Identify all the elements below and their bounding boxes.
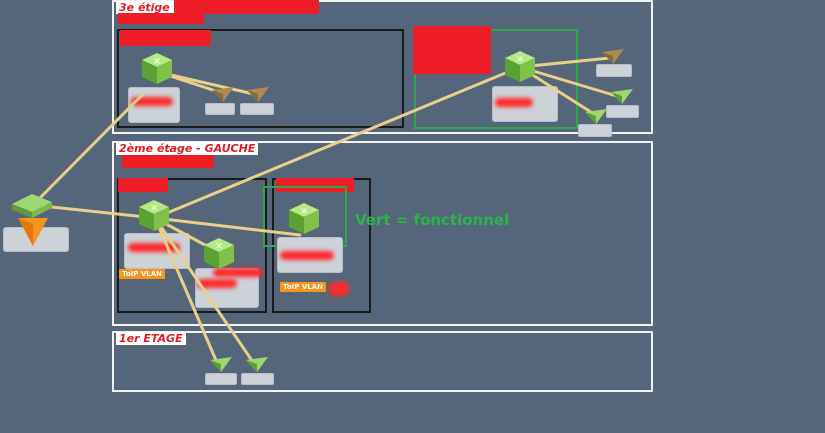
link	[31, 203, 157, 220]
link	[156, 70, 260, 97]
redacted-device-name	[197, 279, 237, 288]
legend-functional: Vert = fonctionnel	[355, 211, 510, 229]
access-point-warning-icon[interactable]	[243, 84, 273, 106]
ap-info-card[interactable]	[606, 105, 639, 118]
svg-text:✕: ✕	[153, 57, 161, 67]
floor-3-room-left	[117, 29, 404, 128]
access-point-icon[interactable]	[581, 106, 611, 128]
redacted-label	[122, 155, 214, 168]
link	[31, 93, 144, 207]
switch-icon[interactable]: ✕	[200, 235, 238, 271]
switch-icon[interactable]: ✕	[138, 50, 176, 86]
link	[153, 65, 522, 220]
ap-info-card[interactable]	[240, 103, 274, 115]
link	[153, 216, 302, 237]
switch-icon[interactable]: ✕	[135, 197, 173, 233]
redacted-device-name	[280, 251, 334, 260]
redacted-room-name	[276, 178, 354, 192]
zone-floor-3-label: 3e étige -	[116, 1, 182, 14]
svg-text:✕: ✕	[300, 207, 308, 217]
redacted-device-name	[131, 97, 173, 106]
router-icon[interactable]	[8, 190, 56, 250]
ap-info-card[interactable]	[205, 373, 237, 385]
access-point-icon[interactable]	[607, 86, 637, 108]
switch-icon[interactable]: ✕	[285, 200, 323, 236]
access-point-icon[interactable]	[242, 354, 272, 376]
ap-info-card[interactable]	[241, 373, 274, 385]
ap-info-card[interactable]	[578, 124, 612, 137]
redacted-room-name	[118, 178, 168, 192]
zone-floor-3: 3e étige -	[112, 0, 653, 134]
link	[518, 65, 622, 99]
access-point-icon[interactable]	[206, 354, 236, 376]
zone-floor-1: 1er ETAGE	[112, 331, 653, 392]
functional-frame-floor-3	[414, 29, 578, 129]
ap-info-card[interactable]	[596, 64, 632, 77]
redacted-device-name	[495, 98, 533, 107]
switch-icon[interactable]: ✕	[501, 48, 539, 84]
svg-text:✕: ✕	[150, 204, 158, 214]
redacted-device-name	[128, 243, 180, 252]
redacted-label	[174, 0, 319, 14]
redacted-device-name	[213, 268, 263, 277]
zone-floor-2: 2ème étage - GAUCHE	[112, 141, 653, 326]
access-point-warning-icon[interactable]	[598, 46, 628, 68]
link	[153, 216, 257, 367]
link	[153, 216, 220, 367]
zone-floor-2-label: 2ème étage - GAUCHE	[116, 142, 259, 155]
ap-info-card[interactable]	[205, 103, 235, 115]
toip-vlan-tag: ToIP VLAN	[119, 269, 165, 279]
svg-text:✕: ✕	[516, 55, 524, 65]
zone-floor-1-label: 1er ETAGE	[116, 332, 186, 345]
svg-text:✕: ✕	[215, 242, 223, 252]
redacted-room-name	[120, 30, 211, 46]
access-point-warning-icon[interactable]	[208, 84, 238, 106]
redacted-label	[118, 13, 204, 24]
toip-vlan-tag: ToIP VLAN	[280, 282, 326, 292]
redacted-room-name	[413, 26, 491, 74]
redacted-device-name	[329, 282, 349, 296]
